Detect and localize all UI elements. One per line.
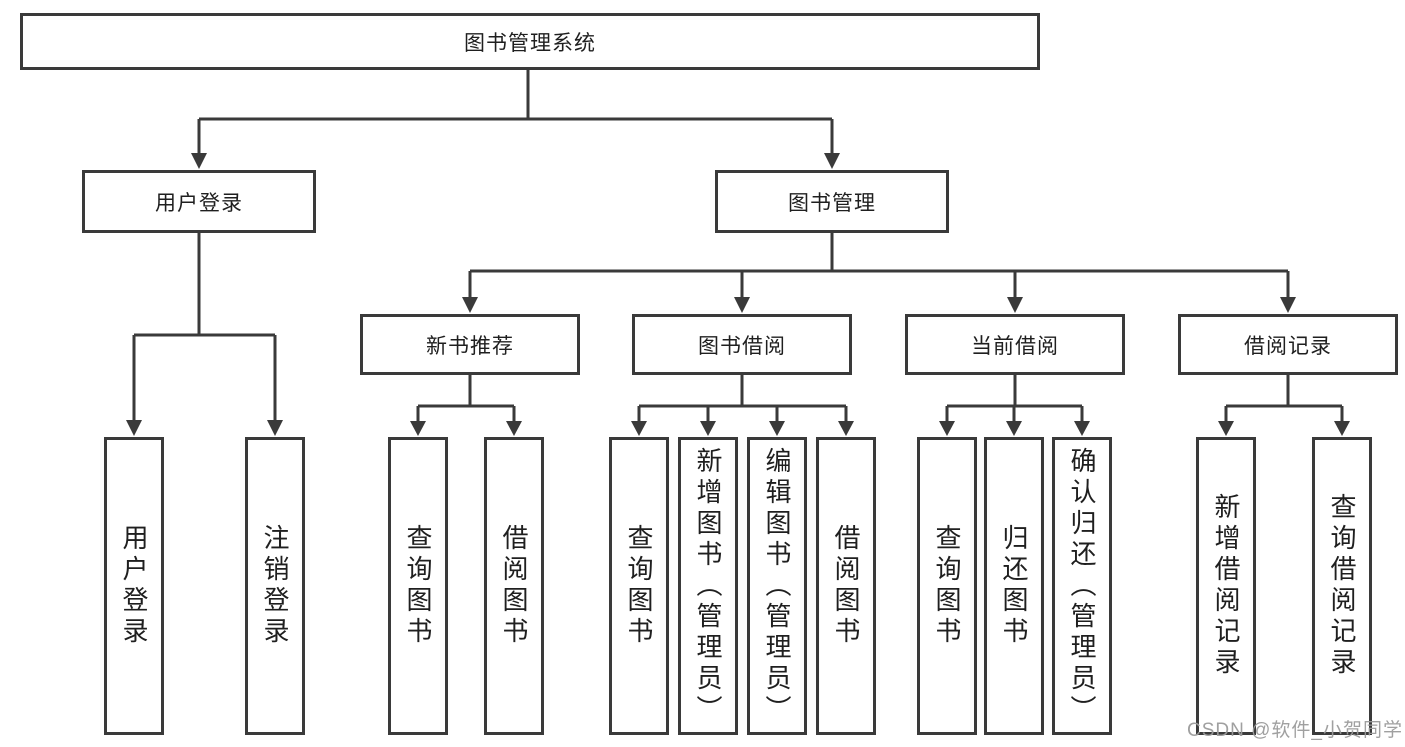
connector-book-management-children — [462, 233, 1296, 313]
arrowhead-icon — [1006, 421, 1022, 436]
arrowhead-icon — [734, 297, 750, 313]
node-label: 当前借阅 — [971, 334, 1059, 358]
node-label: 图书管理 — [788, 191, 876, 215]
connector-book-borrowing-children — [631, 375, 854, 436]
arrowhead-icon — [838, 421, 854, 436]
arrowhead-icon — [126, 420, 142, 436]
connector-user-login-children — [126, 233, 283, 436]
node-label: 借阅记录 — [1244, 334, 1332, 358]
node-label: 查询图书 — [624, 524, 654, 648]
node-confirm-return-admin: 确认归还（管理员） — [1052, 437, 1112, 735]
node-library-system: 图书管理系统 — [20, 13, 1040, 70]
node-label: 确认归还（管理员） — [1067, 446, 1097, 726]
node-label: 归还图书 — [999, 524, 1029, 648]
node-label: 新增图书（管理员） — [693, 446, 723, 726]
connector-new-book-recommend-children — [410, 375, 522, 436]
arrowhead-icon — [769, 421, 785, 436]
arrowhead-icon — [462, 297, 478, 313]
node-book-borrowing: 图书借阅 — [632, 314, 852, 375]
connector-current-borrowing-children — [939, 375, 1090, 436]
node-label: 借阅图书 — [499, 524, 529, 648]
node-borrow-books-action: 借阅图书 — [816, 437, 876, 735]
arrowhead-icon — [939, 421, 955, 436]
arrowhead-icon — [700, 421, 716, 436]
node-label: 借阅图书 — [831, 524, 861, 648]
node-query-books-current: 查询图书 — [917, 437, 977, 735]
node-label: 图书借阅 — [698, 334, 786, 358]
node-label: 注销登录 — [260, 524, 290, 648]
node-book-management: 图书管理 — [715, 170, 949, 233]
node-borrow-books-recommend: 借阅图书 — [484, 437, 544, 735]
arrowhead-icon — [1280, 297, 1296, 313]
node-label: 用户登录 — [119, 524, 149, 648]
node-logout-action: 注销登录 — [245, 437, 305, 735]
arrowhead-icon — [1007, 297, 1023, 313]
node-edit-books-admin: 编辑图书（管理员） — [747, 437, 807, 735]
arrowhead-icon — [506, 421, 522, 436]
node-add-books-admin: 新增图书（管理员） — [678, 437, 738, 735]
arrowhead-icon — [1334, 421, 1350, 436]
arrowhead-icon — [1074, 421, 1090, 436]
arrowhead-icon — [191, 153, 207, 169]
node-label: 编辑图书（管理员） — [762, 446, 792, 726]
node-label: 查询图书 — [403, 524, 433, 648]
arrowhead-icon — [267, 420, 283, 436]
node-label: 图书管理系统 — [464, 31, 596, 55]
arrowhead-icon — [1218, 421, 1234, 436]
connector-borrowing-records-children — [1218, 375, 1350, 436]
node-query-books-borrowing: 查询图书 — [609, 437, 669, 735]
arrowhead-icon — [410, 421, 426, 436]
node-label: 新增借阅记录 — [1211, 493, 1241, 679]
node-query-borrow-record: 查询借阅记录 — [1312, 437, 1372, 735]
node-add-borrow-record: 新增借阅记录 — [1196, 437, 1256, 735]
csdn-watermark: CSDN @软件_小贺同学 — [1187, 720, 1403, 741]
connector-root-to-level2 — [191, 70, 840, 169]
node-label: 用户登录 — [155, 191, 243, 215]
node-current-borrowing: 当前借阅 — [905, 314, 1125, 375]
node-return-books: 归还图书 — [984, 437, 1044, 735]
node-query-books-recommend: 查询图书 — [388, 437, 448, 735]
arrowhead-icon — [631, 421, 647, 436]
node-label: 查询图书 — [932, 524, 962, 648]
node-new-book-recommend: 新书推荐 — [360, 314, 580, 375]
node-label: 新书推荐 — [426, 334, 514, 358]
node-borrowing-records: 借阅记录 — [1178, 314, 1398, 375]
node-user-login-action: 用户登录 — [104, 437, 164, 735]
node-user-login: 用户登录 — [82, 170, 316, 233]
node-label: 查询借阅记录 — [1327, 493, 1357, 679]
arrowhead-icon — [824, 153, 840, 169]
